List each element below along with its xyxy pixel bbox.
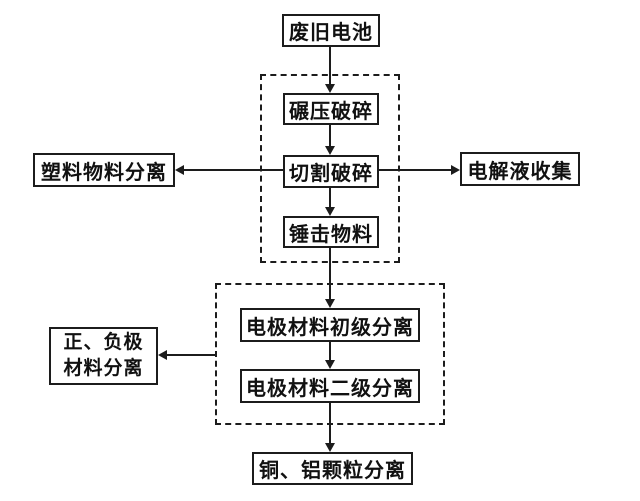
node-electrolyte-collection: 电解液收集 — [460, 152, 580, 186]
arrowhead-right-icon — [451, 165, 460, 175]
node-pos-neg-electrode-separation: 正、负极 材料分离 — [49, 327, 158, 385]
arrowhead-down-icon — [325, 360, 335, 369]
node-copper-aluminum-particle-separation: 铜、铝颗粒分离 — [252, 452, 413, 485]
node-plastic-material-separation: 塑料物料分离 — [33, 153, 175, 187]
connector-cutcrush-to-plastic — [184, 169, 283, 171]
connector-group-to-posneg — [167, 354, 216, 356]
node-pos-neg-line2: 材料分离 — [63, 358, 144, 379]
node-cutting-crushing: 切割破碎 — [283, 155, 379, 188]
connector-cutcrush-to-hammer — [329, 188, 331, 208]
arrowhead-down-icon — [325, 207, 335, 216]
connector-hammer-to-primary — [329, 248, 331, 300]
node-electrode-secondary-separation: 电极材料二级分离 — [240, 369, 420, 403]
node-electrode-primary-separation: 电极材料初级分离 — [240, 308, 420, 342]
arrowhead-down-icon — [325, 146, 335, 155]
arrowhead-down-icon — [325, 299, 335, 308]
node-pos-neg-line1: 正、负极 — [63, 332, 144, 354]
connector-cutcrush-to-electrolyte — [379, 169, 452, 171]
node-roll-crushing: 碾压破碎 — [283, 93, 379, 125]
connector-secondary-to-copperal — [329, 402, 331, 444]
arrowhead-left-icon — [158, 350, 167, 360]
node-hammering-material: 锤击物料 — [283, 216, 379, 248]
arrowhead-down-icon — [325, 84, 335, 93]
connector-primary-to-secondary — [329, 342, 331, 361]
connector-battery-to-rollcrush — [329, 47, 331, 85]
node-waste-battery: 废旧电池 — [282, 14, 380, 47]
connector-rollcrush-to-cutcrush — [329, 125, 331, 147]
arrowhead-down-icon — [325, 443, 335, 452]
arrowhead-left-icon — [175, 165, 184, 175]
